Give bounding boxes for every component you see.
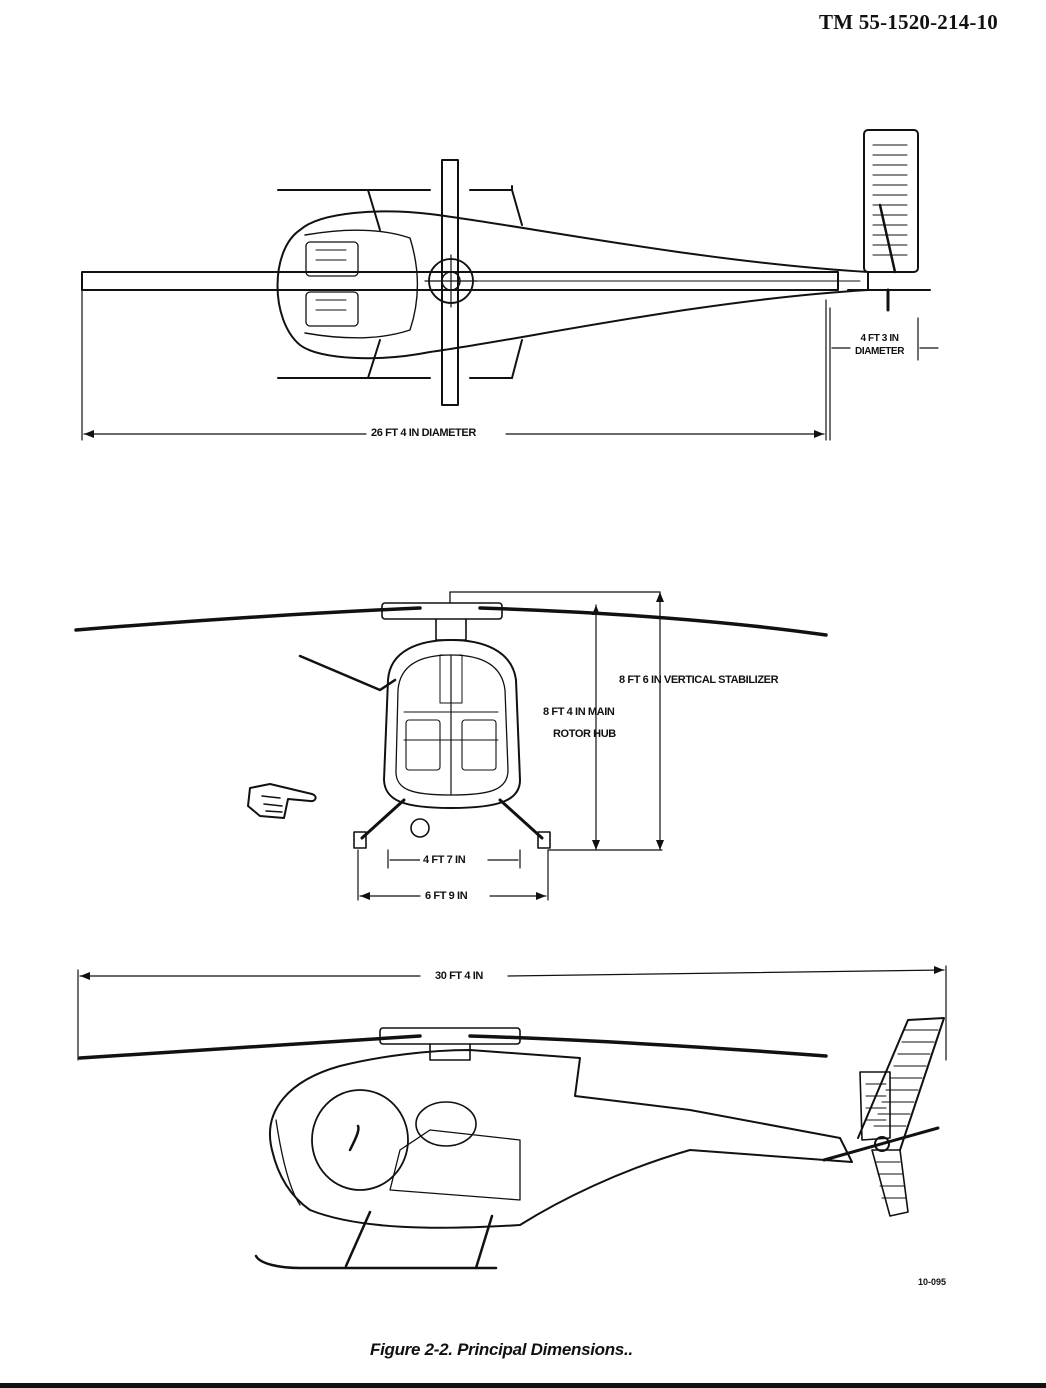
top-view	[81, 129, 939, 441]
side-view	[77, 965, 947, 1270]
skid-width-inner-label: 4 FT 7 IN	[420, 854, 469, 867]
main-rotor-hub-line2: ROTOR HUB	[553, 728, 616, 740]
pointing-hand-icon	[247, 783, 317, 819]
figure-caption: Figure 2-2. Principal Dimensions..	[370, 1340, 633, 1359]
tail-rotor-diameter-label: 4 FT 3 IN DIAMETER	[852, 332, 907, 358]
figure-id: 10-095	[918, 1277, 947, 1287]
main-rotor-diameter-label: 26 FT 4 IN DIAMETER	[368, 427, 479, 440]
bottom-rule	[0, 1383, 1046, 1388]
tail-rotor-diameter-line2: DIAMETER	[855, 346, 905, 357]
tail-rotor-diameter-line1: 4 FT 3 IN	[860, 333, 899, 344]
skid-width-outer-label: 6 FT 9 IN	[422, 890, 471, 903]
document-number: TM 55-1520-214-10	[819, 10, 998, 34]
vertical-stabilizer-height-label: 8 FT 6 IN VERTICAL STABILIZER	[619, 674, 779, 686]
main-rotor-hub-line1: 8 FT 4 IN MAIN	[543, 706, 615, 718]
main-rotor-hub-height-label: 8 FT 4 IN MAIN ROTOR HUB	[540, 706, 619, 741]
front-view	[74, 591, 828, 901]
overall-length-label: 30 FT 4 IN	[432, 970, 486, 983]
